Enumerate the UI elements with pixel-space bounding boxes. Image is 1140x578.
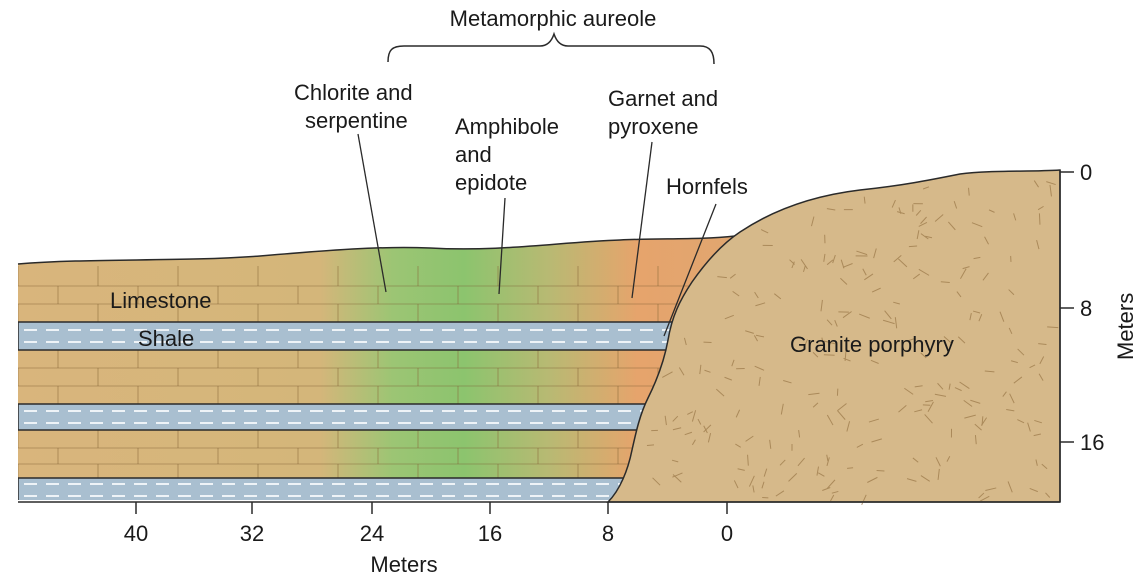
hornfels-label: Hornfels [666,174,748,199]
distance-tick-8: 8 [602,521,614,546]
depth-tick-16: 16 [1080,430,1104,455]
limestone-label: Limestone [110,288,212,313]
garnet-zone-label-line1: Garnet and [608,86,718,111]
granite-crystal [1039,213,1040,224]
chlorite-zone-label-line1: Chlorite and [294,80,413,105]
granite-crystal [909,246,917,247]
granite-crystal [647,445,654,446]
distance-tick-0: 0 [721,521,733,546]
amphibole-zone-label-line3: epidote [455,170,527,195]
amphibole-zone-label-line1: Amphibole [455,114,559,139]
granite-crystal [847,468,853,469]
distance-tick-32: 32 [240,521,264,546]
aureole-bracket [388,34,714,64]
granite-label: Granite porphyry [790,332,954,357]
depth-tick-0: 0 [1080,160,1092,185]
depth-tick-8: 8 [1080,296,1092,321]
distance-tick-24: 24 [360,521,384,546]
distance-tick-16: 16 [478,521,502,546]
garnet-zone-label-line2: pyroxene [608,114,699,139]
granite-crystal [1047,327,1058,328]
amphibole-zone-label-line2: and [455,142,492,167]
distance-axis-label: Meters [370,552,437,577]
distance-tick-40: 40 [124,521,148,546]
shale-label: Shale [138,326,194,351]
depth-axis: 0 8 16 Meters [1060,160,1138,502]
diagram-title: Metamorphic aureole [450,6,657,31]
distance-axis: 40 32 24 16 8 0 Meters [124,502,733,577]
chlorite-zone-label-line2: serpentine [305,108,408,133]
depth-axis-label: Meters [1113,293,1138,360]
